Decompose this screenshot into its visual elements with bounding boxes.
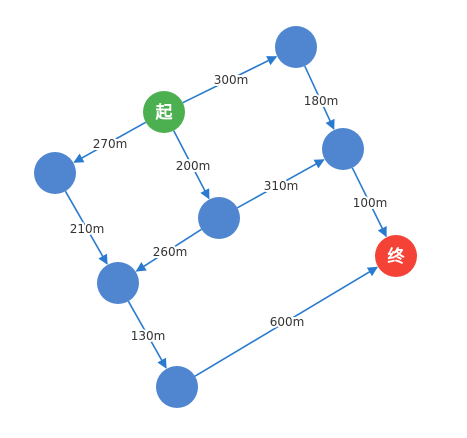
edge-n-center-to-n-right	[237, 159, 325, 209]
edge-label-n-left-to-n-lower-left: 210m	[70, 222, 105, 236]
edge-n-bottom-to-end	[194, 266, 378, 377]
nodes-layer: 起终	[34, 26, 417, 408]
node-label-end: 终	[388, 246, 406, 267]
node-n-top-right	[275, 26, 317, 68]
node-circle-n-bottom	[156, 366, 198, 408]
node-n-left	[34, 152, 76, 194]
node-circle-n-center	[198, 197, 240, 239]
node-circle-n-top-right	[275, 26, 317, 68]
edge-start-to-n-center	[172, 130, 210, 200]
node-n-center	[198, 197, 240, 239]
edge-n-top-right-to-n-right	[304, 65, 335, 130]
edge-label-start-to-n-top-right: 300m	[214, 73, 249, 87]
node-circle-n-right	[322, 128, 364, 170]
edge-start-to-n-top-right	[182, 55, 278, 104]
edges-layer	[64, 55, 387, 377]
edge-n-lower-left-to-n-bottom	[127, 300, 167, 369]
node-start: 起	[143, 91, 185, 133]
node-end: 终	[375, 235, 417, 277]
edge-label-n-lower-left-to-n-bottom: 130m	[131, 329, 166, 343]
edge-n-center-to-n-lower-left	[135, 228, 202, 272]
node-circle-n-lower-left	[97, 262, 139, 304]
edge-label-n-bottom-to-end: 600m	[270, 315, 305, 329]
node-circle-start	[143, 91, 185, 133]
node-label-start: 起	[155, 102, 174, 123]
edge-label-n-center-to-n-lower-left: 260m	[153, 245, 188, 259]
node-n-right	[322, 128, 364, 170]
node-n-lower-left	[97, 262, 139, 304]
node-circle-n-left	[34, 152, 76, 194]
edge-start-to-n-left	[73, 121, 147, 163]
edge-n-left-to-n-lower-left	[64, 190, 108, 265]
edge-n-right-to-end	[351, 167, 387, 238]
edge-labels-layer: 300m 270m 200m 180m 310m 100m 210m 260m 130m 600m	[68, 71, 390, 345]
edge-label-n-right-to-end: 100m	[353, 196, 388, 210]
edge-label-n-center-to-n-right: 310m	[264, 179, 299, 193]
node-n-bottom	[156, 366, 198, 408]
edge-label-n-top-right-to-n-right: 180m	[304, 94, 339, 108]
edge-label-start-to-n-left: 270m	[93, 137, 128, 151]
node-circle-end	[375, 235, 417, 277]
edge-label-start-to-n-center: 200m	[176, 159, 211, 173]
